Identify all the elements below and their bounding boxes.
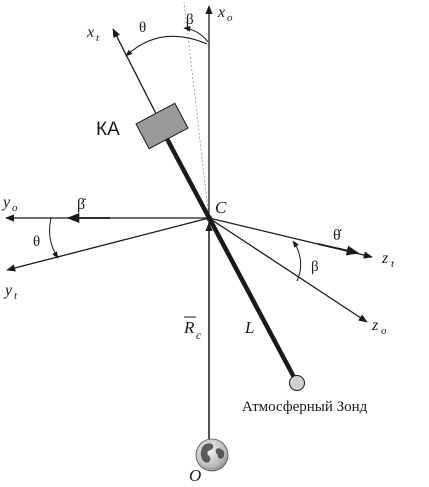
center-point [206, 215, 212, 221]
z-o-axis [208, 217, 368, 323]
z-o-sub: o [381, 325, 387, 337]
theta-left-arc [49, 217, 59, 259]
radius-label: R [183, 318, 195, 337]
beta-top-label: β [186, 12, 194, 28]
beta-right-label: β [311, 259, 319, 275]
y-t-label: y [3, 282, 13, 299]
spacecraft-box [135, 102, 189, 150]
x-o-label: x [217, 4, 225, 21]
beta-top-arc [183, 26, 209, 43]
x-t-label: x [86, 24, 94, 41]
tether-label: L [244, 318, 254, 337]
theta-dot-arrow [317, 243, 360, 256]
beta-right-arc [292, 240, 302, 282]
theta-top-arc [125, 35, 208, 57]
beta-dot-label: β̇ [77, 196, 86, 213]
theta-left-label: θ [33, 234, 40, 250]
y-t-sub: t [14, 290, 18, 302]
y-o-label: y [1, 194, 11, 211]
center-label: C [215, 198, 227, 217]
tether-line [164, 135, 298, 383]
theta-dot-label: θ̇ [333, 227, 342, 244]
reference-dashed-line [183, 1, 210, 219]
radius-sub: c [196, 328, 202, 342]
x-t-sub: t [96, 32, 100, 44]
y-t-axis [6, 217, 210, 272]
z-t-label: z [381, 250, 389, 267]
earth-continents [200, 443, 225, 463]
z-t-sub: t [391, 258, 395, 270]
theta-top-label: θ [139, 20, 146, 36]
probe-label: Атмосферный Зонд [242, 399, 368, 415]
z-o-label: z [371, 317, 379, 334]
x-o-sub: o [227, 12, 233, 24]
origin-label: O [189, 466, 201, 485]
y-o-sub: o [12, 202, 18, 214]
probe-ball [289, 375, 305, 391]
spacecraft-label: КА [96, 119, 120, 140]
